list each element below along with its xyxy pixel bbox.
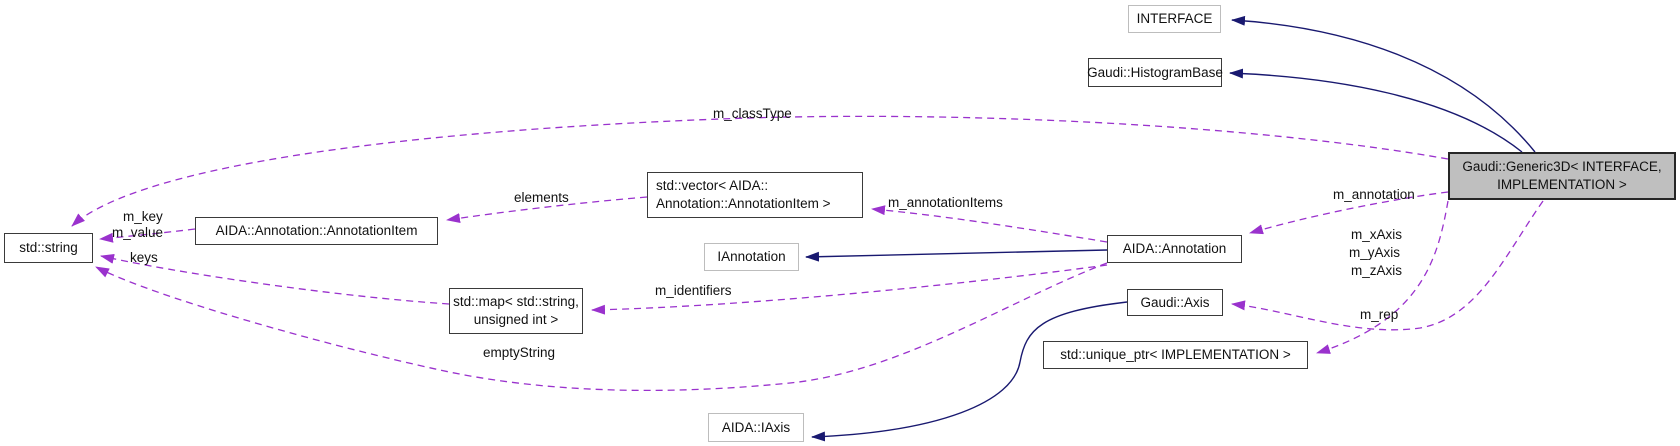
- edge-usage-m-key-m-value: [99, 228, 196, 243]
- edge-label-m-yaxis: m_yAxis: [1349, 245, 1401, 260]
- class-node-vector-annotation-item[interactable]: std::vector< AIDA:: Annotation::Annotati…: [647, 172, 863, 218]
- class-node-label: AIDA::IAxis: [721, 419, 791, 435]
- edge-label-m-annotationitems: m_annotationItems: [888, 195, 1003, 210]
- edge-inheritance-axis-iaxis: [811, 301, 1128, 442]
- class-node-generic3d[interactable]: Gaudi::Generic3D< INTERFACE, IMPLEMENTAT…: [1448, 152, 1676, 200]
- class-node-label: AIDA::Annotation::AnnotationItem: [215, 223, 418, 238]
- class-node-unique-ptr[interactable]: std::unique_ptr< IMPLEMENTATION >: [1043, 341, 1308, 369]
- edge-usage-keys: [100, 253, 450, 305]
- edge-usage-elements: [446, 196, 648, 224]
- edge-usage-m-annotationitems: [871, 205, 1108, 243]
- class-node-label-line2: unsigned int >: [473, 312, 559, 327]
- class-node-annotation[interactable]: AIDA::Annotation: [1107, 235, 1242, 263]
- class-node-label-line1: std::vector< AIDA::: [656, 178, 769, 193]
- class-node-label: INTERFACE: [1136, 11, 1213, 26]
- class-node-iannotation[interactable]: IAnnotation: [704, 243, 799, 271]
- edge-label-keys: keys: [130, 250, 158, 265]
- class-node-label-line1: Gaudi::Generic3D< INTERFACE,: [1462, 159, 1662, 174]
- edge-label-m-zaxis: m_zAxis: [1351, 263, 1403, 278]
- edge-usage-m-annotation: [1249, 191, 1449, 235]
- class-node-label: IAnnotation: [717, 249, 786, 264]
- edge-label-elements: elements: [514, 190, 569, 205]
- edge-label-m-annotation: m_annotation: [1333, 187, 1415, 202]
- class-node-label-line2: IMPLEMENTATION >: [1497, 177, 1627, 192]
- edge-usage-m-xyzaxis: [1231, 200, 1544, 331]
- class-node-annotation-item[interactable]: AIDA::Annotation::AnnotationItem: [195, 217, 438, 245]
- edge-label-m-identifiers: m_identifiers: [655, 283, 732, 298]
- class-node-label: std::string: [19, 240, 78, 255]
- class-node-interface[interactable]: INTERFACE: [1128, 5, 1221, 33]
- class-node-label-line2: Annotation::AnnotationItem >: [656, 196, 831, 211]
- class-node-label-line1: std::map< std::string,: [453, 294, 579, 309]
- edge-usage-m-classtype: [71, 115, 1449, 227]
- edge-label-m-key: m_key: [123, 209, 163, 224]
- class-node-label: AIDA::Annotation: [1122, 241, 1227, 256]
- class-node-label: std::unique_ptr< IMPLEMENTATION >: [1060, 347, 1291, 362]
- class-node-axis[interactable]: Gaudi::Axis: [1127, 289, 1223, 316]
- edge-inheritance-generic3d-interface: [1231, 15, 1536, 153]
- edge-inheritance-generic3d-histogrambase: [1229, 68, 1523, 153]
- edge-usage-emptystring: [95, 262, 1108, 392]
- edge-label-m-xaxis: m_xAxis: [1351, 227, 1403, 242]
- edge-label-emptystring: emptyString: [483, 345, 556, 360]
- edge-label-m-value: m_value: [112, 225, 164, 240]
- class-node-label: Gaudi::HistogramBase: [1087, 64, 1223, 80]
- edge-label-m-rep: m_rep: [1360, 307, 1399, 322]
- edge-label-m-classtype: m_classType: [713, 106, 792, 121]
- edge-usage-m-rep: [1316, 200, 1449, 354]
- edge-inheritance-annotation-iannotation: [805, 249, 1108, 262]
- class-node-std-string[interactable]: std::string: [4, 233, 93, 263]
- class-node-iaxis[interactable]: AIDA::IAxis: [708, 413, 804, 442]
- class-node-histogram-base[interactable]: Gaudi::HistogramBase: [1087, 58, 1223, 87]
- class-node-map-string-uint[interactable]: std::map< std::string, unsigned int >: [449, 288, 583, 334]
- edge-usage-m-identifiers: [591, 264, 1108, 315]
- class-node-label: Gaudi::Axis: [1140, 294, 1210, 310]
